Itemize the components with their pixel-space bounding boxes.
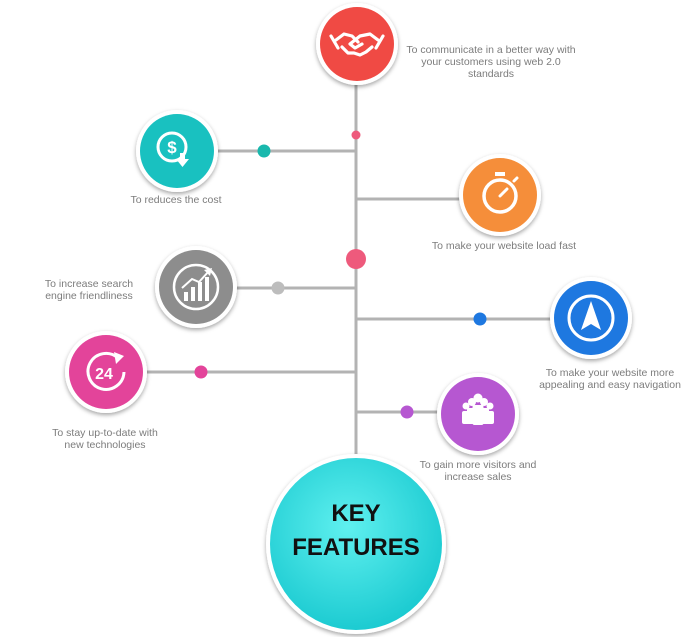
growth-chart-icon: [172, 263, 220, 311]
stopwatch-icon: [482, 172, 519, 214]
caption-visitors: To gain more visitors and increase sales: [419, 459, 537, 483]
dollar-down-icon: $: [156, 131, 189, 167]
dot-cost: [257, 144, 271, 158]
dot-top: [351, 130, 361, 140]
caption-cost: To reduces the cost: [130, 194, 222, 206]
feature-communicate: [316, 3, 398, 85]
handshake-icon: [329, 32, 385, 57]
feature-seo: [155, 246, 237, 328]
dot-uptodate: [194, 365, 208, 379]
hub-title: KEY FEATURES: [270, 497, 442, 565]
svg-text:24: 24: [95, 366, 113, 383]
caption-navigation: To make your website more appealing and …: [539, 367, 681, 391]
dot-center: [346, 249, 366, 269]
caption-communicate: To communicate in a better way with your…: [406, 44, 576, 80]
feature-navigation: [550, 277, 632, 359]
navigation-arrow-icon: [567, 294, 615, 342]
caption-seo: To increase search engine friendliness: [44, 278, 134, 302]
dot-seo: [271, 281, 285, 295]
key-features-hub: [266, 454, 446, 634]
dot-navigation: [473, 312, 487, 326]
feature-uptodate: 24: [65, 331, 147, 413]
feature-visitors: [437, 373, 519, 455]
people-group-icon: [462, 393, 494, 425]
24-hours-icon: 24: [86, 351, 126, 391]
hub-title-line-2: FEATURES: [292, 534, 420, 561]
hub-title-line-1: KEY: [331, 500, 381, 527]
caption-speed: To make your website load fast: [431, 240, 577, 252]
dot-visitors: [400, 405, 414, 419]
feature-speed: [459, 154, 541, 236]
svg-text:$: $: [167, 138, 177, 157]
caption-uptodate: To stay up-to-date with new technologies: [52, 427, 158, 451]
feature-cost: $: [136, 110, 218, 192]
